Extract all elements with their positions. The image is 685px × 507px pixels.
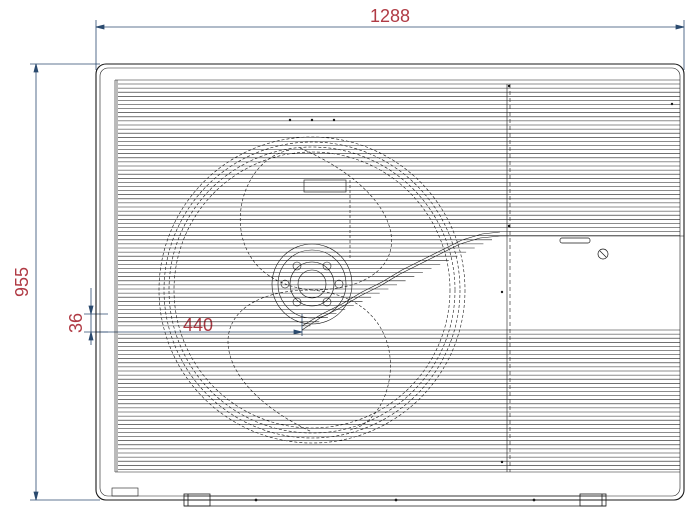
offset-dimension — [96, 314, 303, 336]
service-panel — [559, 237, 609, 260]
base-rail-holes — [254, 498, 536, 502]
fan-guard — [158, 136, 466, 444]
offset-dimension-label: 440 — [183, 315, 213, 335]
width-dimension-label: 1288 — [370, 6, 410, 26]
base-rail — [183, 493, 607, 507]
unit-casing — [95, 63, 685, 501]
front-grille-louvres — [118, 83, 680, 470]
width-dimension — [95, 20, 685, 70]
screw-dots — [288, 84, 674, 464]
gap-dimension-label: 36 — [66, 313, 86, 333]
panel-seams — [349, 84, 511, 472]
fan-hub — [271, 179, 353, 325]
height-dimension-label: 955 — [12, 267, 32, 297]
height-dimension — [30, 63, 100, 501]
cutaway-edge — [301, 231, 684, 331]
